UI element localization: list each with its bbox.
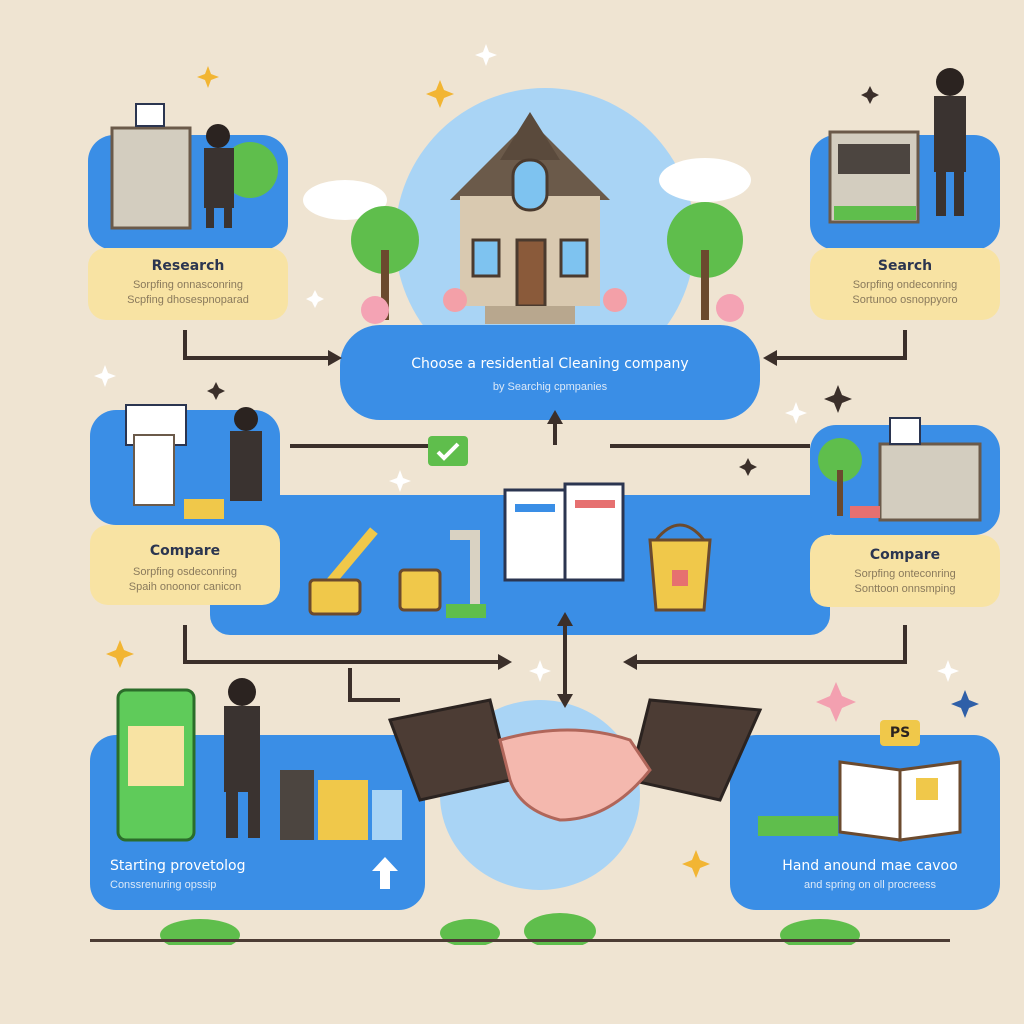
step-research-title: Research: [151, 258, 225, 274]
step-compare-right-card: [810, 535, 1000, 607]
step-compare-right-line2: Sonttoon onnsmping: [854, 583, 956, 595]
center-title: Choose a residential Cleaning company: [411, 356, 689, 372]
house-icon: [303, 112, 751, 324]
step-hand-title: Hand anound mae cavoo: [782, 858, 958, 874]
brochure-icon: [503, 482, 625, 582]
step-starting-title: Starting provetolog: [110, 858, 246, 874]
step-starting-line1: Conssrenuring opssip: [110, 879, 217, 891]
step-search-line1: Sorpfing ondeconring: [852, 279, 958, 291]
ground: [90, 913, 950, 945]
center-step: [340, 325, 760, 420]
step-compare-left-line1: Sorpfing osdeconring: [133, 566, 237, 578]
checkmark-icon: [428, 436, 468, 466]
compare-right-illustration: [818, 417, 982, 522]
bucket-icon: [648, 523, 712, 612]
step-search-card: [810, 248, 1000, 320]
step-research-line1: Sorpfing onnasconring: [132, 279, 244, 291]
cleaning-tools: [308, 482, 712, 618]
up-arrow-icon: [372, 857, 398, 889]
book-icon: [758, 760, 962, 842]
center-subtitle: by Searchig cpmpanies: [492, 381, 608, 393]
search-illustration: [828, 68, 966, 224]
compare-left-illustration: [125, 404, 262, 519]
step-search-title: Search: [877, 258, 933, 274]
step-hand-line1: and spring on oll procreess: [803, 879, 937, 891]
step-compare-left-line2: Spaih onoonor canicon: [128, 581, 242, 593]
step-search-line2: Sortunoo osnoppyoro: [852, 294, 958, 306]
research-illustration: [110, 103, 278, 230]
step-compare-left-card: [90, 525, 280, 605]
broom-icon: [308, 527, 486, 618]
step-research-line2: Scpfing dhosespnoparad: [127, 294, 249, 306]
starting-illustration: [116, 678, 402, 842]
step-compare-right-line1: Sorpfing onteconring: [854, 568, 956, 580]
handshake-icon: [387, 698, 763, 822]
step-compare-right-title: Compare: [869, 547, 941, 563]
step-research-card: [88, 248, 288, 320]
step-compare-left-title: Compare: [149, 543, 221, 559]
ps-badge: PS: [880, 720, 920, 746]
